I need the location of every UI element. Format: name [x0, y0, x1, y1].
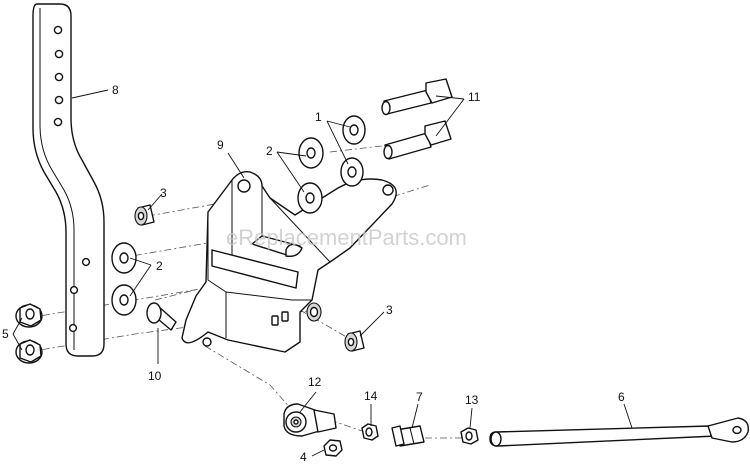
- part-7-coupler: [391, 425, 425, 447]
- watermark-text: eReplacementParts.com: [226, 225, 467, 250]
- callout-7: 7: [416, 390, 423, 404]
- callout-12: 12: [308, 375, 322, 389]
- callout-2-lower: 2: [156, 259, 163, 273]
- part-10-carriage-bolt: [146, 302, 177, 331]
- callout-1: 1: [315, 110, 322, 124]
- callout-6: 6: [618, 390, 625, 404]
- leader-lines: [12, 89, 633, 457]
- part-1-washer-upper: [342, 115, 366, 145]
- callout-10: 10: [148, 369, 162, 383]
- part-2-washer-lower-a: [111, 242, 137, 274]
- part-11-bolt-lower: [383, 120, 452, 160]
- part-11-bolt-upper: [381, 78, 453, 116]
- part-5-nut-upper: [15, 303, 43, 328]
- part-2-washer-upper-b: [297, 182, 323, 214]
- callout-11: 11: [468, 90, 481, 104]
- callout-8: 8: [112, 83, 119, 97]
- callout-13: 13: [465, 393, 479, 407]
- part-14-jam-nut: [361, 423, 379, 441]
- part-13-nut: [460, 427, 479, 445]
- callouts: 8 9 11 1 2 3 2 3 5 10 12 14 7 13 6 4: [2, 83, 625, 464]
- part-4-nut: [323, 439, 343, 457]
- part-6-control-rod: [489, 417, 749, 447]
- part-2-washer-lower-b: [111, 284, 137, 316]
- part-9-bracket: [181, 170, 397, 353]
- part-8-pivot-bar: [32, 3, 105, 357]
- part-5-nut-lower: [15, 339, 43, 364]
- callout-4: 4: [300, 450, 307, 464]
- callout-2-upper: 2: [266, 144, 273, 158]
- part-1-washer-lower: [340, 157, 364, 187]
- callout-9: 9: [217, 138, 224, 152]
- part-3-bushing-lower: [344, 330, 365, 352]
- callout-14: 14: [364, 389, 378, 403]
- part-2-washer-upper-a: [298, 137, 324, 169]
- part-12-rod-end: [283, 403, 337, 437]
- callout-3-lower: 3: [386, 303, 393, 317]
- callout-3-upper: 3: [160, 186, 167, 200]
- callout-5: 5: [2, 327, 9, 341]
- part-3-bushing-upper: [134, 204, 155, 226]
